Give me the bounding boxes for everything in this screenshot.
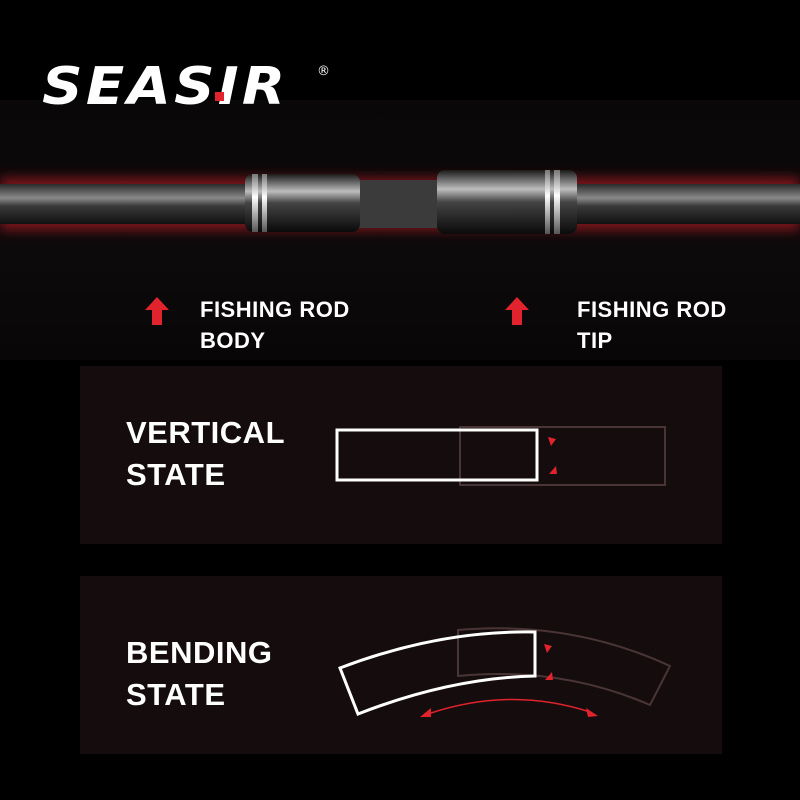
vertical-state-title: VERTICAL STATE: [126, 412, 285, 496]
ferrule-ring: [545, 170, 550, 234]
bend-direction-arrow-icon: [427, 698, 591, 715]
label-tip-line2: TIP: [577, 328, 613, 353]
label-body-line1: FISHING ROD: [200, 297, 350, 322]
label-body-line2: BODY: [200, 328, 266, 353]
seasir-logo-icon: SEASIR ®: [42, 56, 330, 117]
ferrule-ring: [262, 174, 267, 232]
left-ferrule: [245, 174, 360, 232]
vertical-title-line1: VERTICAL: [126, 415, 285, 450]
tip-outline-ghost: [457, 627, 672, 707]
indicator-top: [548, 437, 556, 446]
ferrule-ring: [252, 174, 258, 232]
brand-name: SEASIR: [42, 56, 288, 115]
label-tip-line1: FISHING ROD: [577, 297, 727, 322]
vertical-state-panel: VERTICAL STATE: [80, 366, 722, 544]
indicator-top: [544, 644, 552, 653]
thread-wrap: [355, 180, 445, 228]
bending-title-line1: BENDING: [126, 635, 273, 670]
brand-logo: SEASIR ®: [40, 55, 340, 117]
bend-arrow-right-head: [586, 708, 598, 717]
up-arrow-icon: [505, 297, 529, 325]
bend-arrow-left-head: [420, 708, 431, 717]
label-rod-tip: FISHING ROD TIP: [577, 294, 727, 356]
bending-state-panel: BENDING STATE: [80, 576, 722, 754]
bending-title-line2: STATE: [126, 677, 226, 712]
fishing-rod-joint-icon: [0, 170, 800, 234]
label-rod-body: FISHING ROD BODY: [200, 294, 350, 356]
ferrule-ring: [554, 170, 560, 234]
body-outline: [335, 428, 539, 482]
registered-mark: ®: [317, 64, 330, 79]
logo-red-accent: [215, 92, 224, 101]
vertical-title-line2: STATE: [126, 457, 226, 492]
body-outline-bent: [338, 630, 537, 716]
vertical-state-diagram: [335, 426, 666, 486]
indicator-bottom: [549, 466, 557, 474]
indicator-bottom: [545, 672, 553, 680]
bending-state-diagram: [338, 627, 672, 717]
tip-outline-ghost: [459, 426, 666, 486]
bending-state-title: BENDING STATE: [126, 632, 272, 716]
up-arrow-icon: [145, 297, 169, 325]
right-ferrule: [437, 170, 577, 234]
fishing-rod-image: [0, 150, 800, 260]
